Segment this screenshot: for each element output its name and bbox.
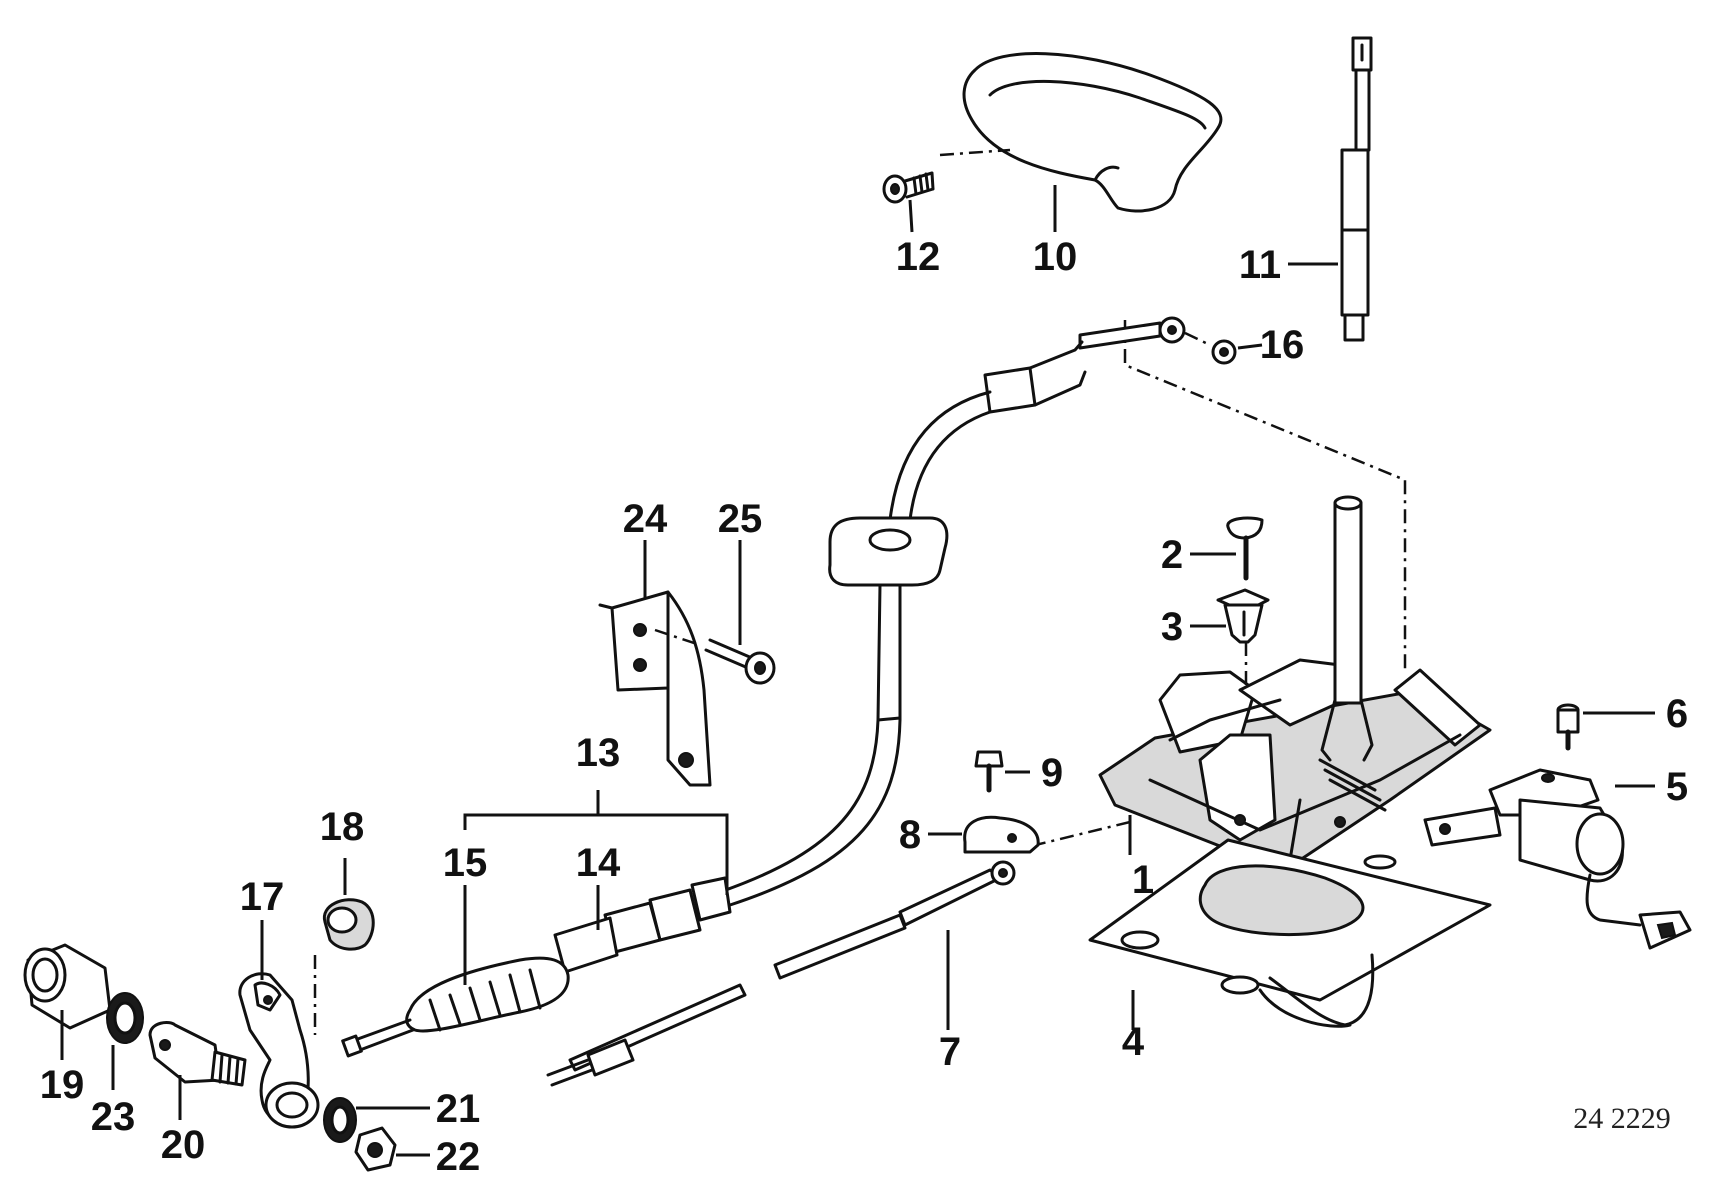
label-11: 11	[1239, 243, 1281, 287]
part-16-clip	[1211, 339, 1237, 365]
label-12: 12	[896, 235, 941, 279]
label-7: 7	[939, 1030, 961, 1074]
label-6: 6	[1666, 692, 1688, 736]
guide-line	[1184, 331, 1211, 347]
part-7-selector-rod	[546, 860, 1016, 1087]
part-25-bolt	[704, 638, 776, 685]
label-19: 19	[40, 1063, 85, 1107]
label-10: 10	[1033, 235, 1078, 279]
label-22: 22	[436, 1135, 481, 1179]
bracket-13	[463, 813, 729, 895]
label-3: 3	[1161, 605, 1183, 649]
label-18: 18	[320, 805, 365, 849]
part-2-pin	[1226, 516, 1264, 581]
label-13: 13	[576, 731, 621, 775]
part-10-shift-knob	[962, 52, 1223, 213]
part-13-shift-cable	[341, 316, 1186, 1058]
part-8-clamp	[963, 815, 1040, 854]
diagram-reference-number: 24 2229	[1573, 1102, 1671, 1135]
part-17-lever	[238, 972, 320, 1129]
leader-16	[1237, 343, 1263, 350]
label-23: 23	[91, 1095, 136, 1139]
label-24: 24	[623, 497, 668, 541]
label-25: 25	[718, 497, 763, 541]
label-15: 15	[443, 841, 488, 885]
guide-line	[654, 628, 701, 647]
label-8: 8	[899, 813, 921, 857]
part-12-screw	[882, 171, 935, 204]
label-9: 9	[1041, 751, 1063, 795]
label-2: 2	[1161, 533, 1183, 577]
label-14: 14	[576, 841, 621, 885]
part-19-sleeve	[23, 943, 112, 1030]
part-9-screw	[974, 750, 1004, 793]
guide-line	[939, 148, 1011, 157]
label-5: 5	[1666, 765, 1688, 809]
label-16: 16	[1260, 323, 1305, 367]
part-6-screw	[1556, 703, 1580, 751]
part-24-bracket	[598, 590, 712, 787]
leader-12	[908, 199, 914, 233]
part-22-nut	[354, 1126, 397, 1172]
part-18-bushing	[322, 898, 375, 951]
part-5-switch	[1423, 768, 1692, 950]
part-11-selector-rod	[1340, 36, 1373, 342]
part-3-clip-nut	[1216, 588, 1270, 644]
part-23-washer	[106, 992, 144, 1044]
label-21: 21	[436, 1087, 481, 1131]
part-21-washer	[323, 1097, 357, 1143]
label-4: 4	[1122, 1020, 1145, 1064]
part-20-pin-bolt	[148, 1021, 247, 1087]
label-1: 1	[1132, 858, 1154, 902]
label-20: 20	[161, 1123, 206, 1167]
part-4-base-plate	[1088, 838, 1492, 1028]
part-1-shift-housing	[1098, 495, 1492, 862]
label-17: 17	[240, 875, 285, 919]
